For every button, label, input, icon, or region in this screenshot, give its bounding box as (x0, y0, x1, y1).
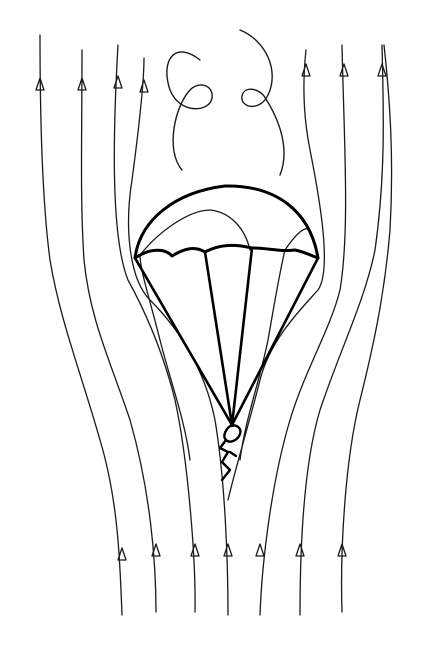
suspension-line-1 (135, 258, 232, 425)
wake-vortex-right (240, 30, 284, 175)
arrow-up-13 (296, 544, 304, 556)
suspension-line-3 (232, 248, 252, 425)
arrow-up-11 (224, 544, 232, 556)
streamline-right-2 (300, 45, 383, 615)
streamline-left-2 (82, 50, 157, 612)
arrow-up-4 (140, 80, 148, 92)
arrow-up-5 (302, 64, 310, 76)
streamline-left-3 (114, 45, 195, 612)
canopy-scallops (135, 245, 318, 258)
parachutist (220, 425, 240, 480)
suspension-line-2 (205, 252, 232, 425)
suspension-line-4 (232, 258, 318, 425)
arrow-up-12 (256, 544, 264, 556)
arrow-up-3 (114, 76, 122, 88)
arrow-up-6 (340, 64, 348, 76)
arrow-up-10 (191, 544, 199, 556)
streamline-left-4 (129, 58, 228, 615)
wake-vortex-left (167, 52, 212, 170)
streamline-right-3 (342, 45, 392, 612)
streamline-left-1 (40, 35, 122, 615)
